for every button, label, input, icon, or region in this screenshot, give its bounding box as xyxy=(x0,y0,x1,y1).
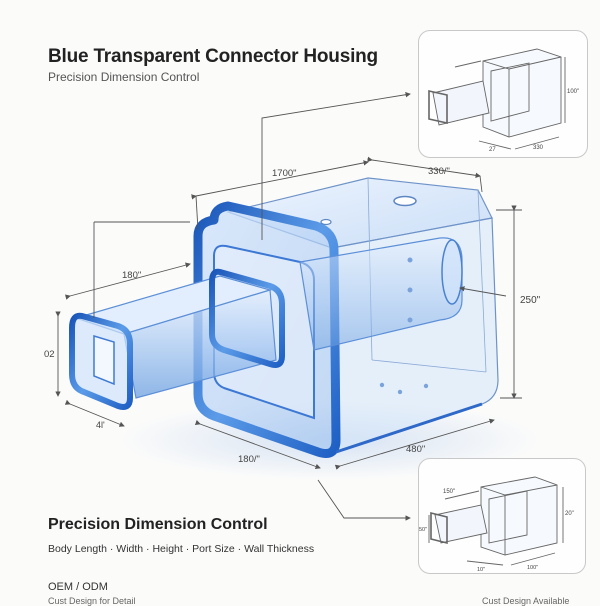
top-hole-small xyxy=(320,218,332,226)
dim-port-height: 02 xyxy=(44,349,55,360)
footer-note-right: Cust Design Available xyxy=(482,596,570,606)
page-title: Blue Transparent Connector Housing xyxy=(48,46,378,67)
thumb-top-dim-a: 27 xyxy=(489,147,496,153)
thumbnail-side-view: 150" 50" 20" 10" 100" xyxy=(418,458,586,574)
dim-bottom-width: 480" xyxy=(406,444,425,455)
thumb-bottom-dim-b: 100" xyxy=(527,565,538,571)
oem-label: OEM / ODM xyxy=(48,581,108,593)
page-subtitle: Precision Dimension Control xyxy=(48,70,200,84)
dim-port-length: 180" xyxy=(122,270,141,281)
thumb-top-dim-height: 100" xyxy=(567,89,579,95)
dim-port-depth: 4l' xyxy=(96,420,105,430)
dim-bottom-depth: 180/" xyxy=(238,454,260,465)
port-tube xyxy=(69,268,285,410)
thumb-bottom-dim-top: 150" xyxy=(443,489,455,495)
dim-top-length: 1700" xyxy=(272,168,297,179)
dimension-lines xyxy=(55,92,522,521)
thumb-bottom-dim-left: 50" xyxy=(419,527,427,533)
thumb-top-dim-b: 330 xyxy=(533,145,544,151)
top-hole-large xyxy=(393,195,417,207)
dim-top-width: 330/" xyxy=(428,166,450,177)
footer-note-left: Cust Design for Detail xyxy=(48,596,136,606)
thumbnail-top-view: 100" 27 330 xyxy=(418,30,588,158)
thumbnail-side-drawing: 150" 50" 20" 10" 100" xyxy=(419,476,574,573)
section-heading: Precision Dimension Control xyxy=(48,516,268,533)
thumbnail-top-drawing: 100" 27 330 xyxy=(428,48,579,153)
thumb-bottom-dim-right: 20" xyxy=(565,511,574,517)
thumb-bottom-dim-a: 10" xyxy=(477,567,485,573)
feature-list: Body Length · Width · Height · Port Size… xyxy=(48,543,315,555)
dim-height: 250" xyxy=(520,295,541,306)
